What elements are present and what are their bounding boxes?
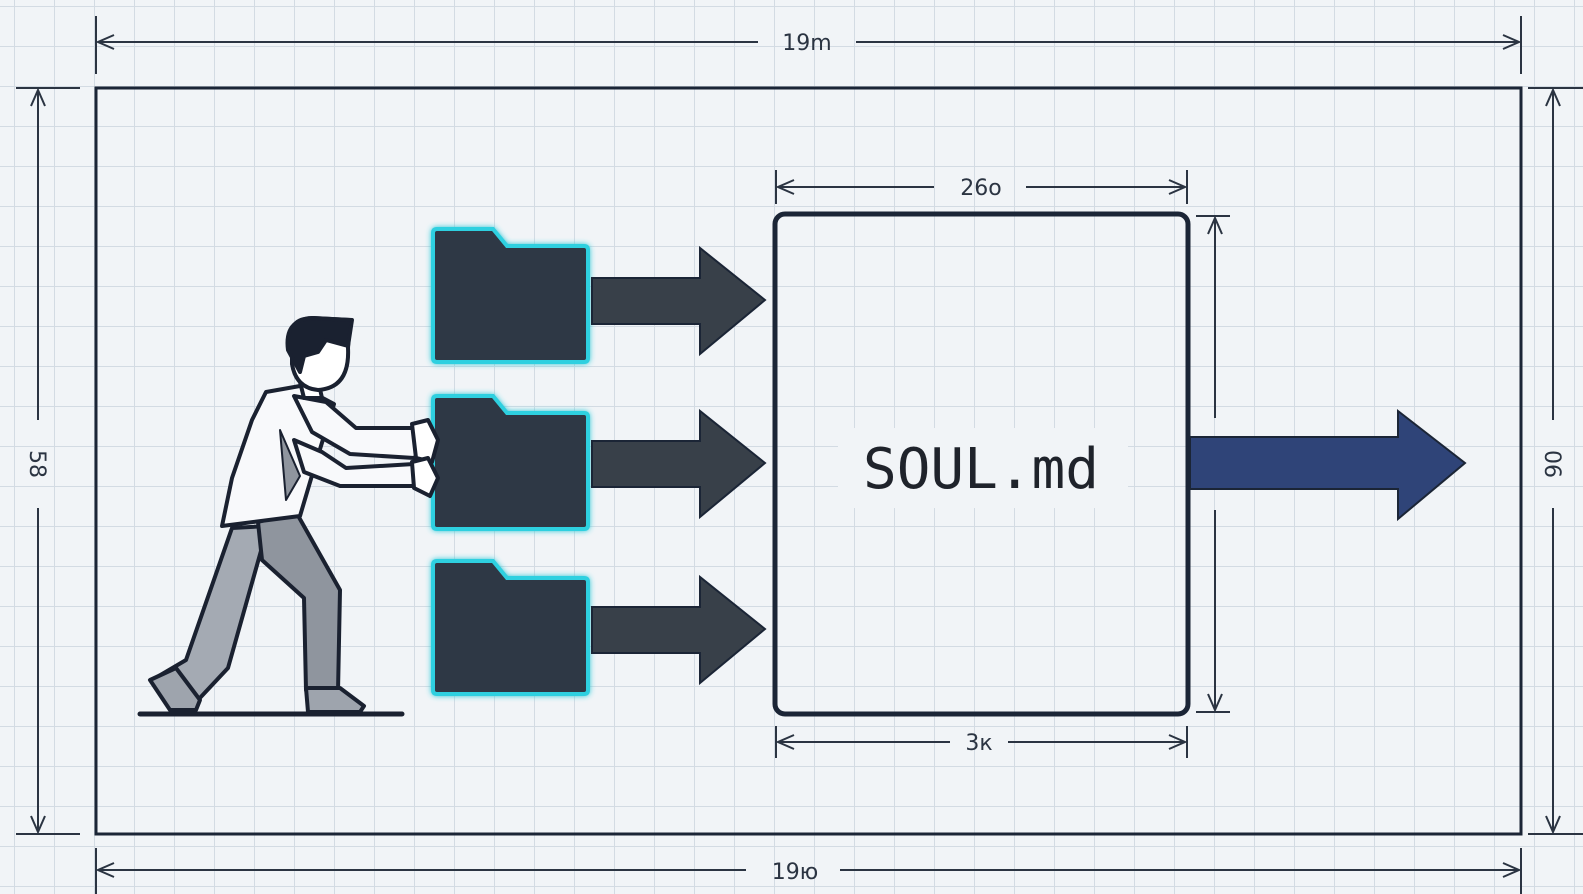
dimension-label-box-bottom: 3к — [965, 731, 992, 756]
dimension-label-bottom: 19ю — [772, 860, 819, 885]
dimension-label-right: 06 — [1539, 450, 1564, 478]
dimension-box-bottom: 3к — [775, 726, 1188, 758]
dimension-box-right — [1196, 215, 1230, 713]
folder-icon — [431, 227, 590, 364]
soul-document-box — [772, 211, 1191, 717]
dimension-right-outer: 06 — [1528, 87, 1583, 835]
document-label-backdrop — [838, 428, 1128, 508]
folder-bottom — [431, 559, 590, 696]
dimension-left-outer: 58 — [16, 87, 80, 835]
dimension-label-top: 19m — [782, 31, 831, 56]
document-label: SOUL.md — [863, 437, 1099, 502]
folder-top — [431, 227, 590, 364]
outer-frame — [94, 86, 1523, 836]
arrow-right-icon — [591, 408, 767, 520]
person-pushing-icon — [137, 316, 440, 717]
dimension-bottom-outer: 19ю — [95, 848, 1522, 894]
arrow-right-icon — [591, 574, 767, 686]
dimension-top-outer: 19m — [95, 16, 1522, 74]
folder-icon — [431, 394, 590, 531]
arrow-right-icon — [591, 245, 767, 357]
folder-middle — [431, 394, 590, 531]
dimension-box-top: 26о — [775, 170, 1188, 204]
dimension-label-left: 58 — [24, 450, 49, 478]
folder-icon — [431, 559, 590, 696]
output-arrow-icon — [1189, 408, 1467, 522]
dimension-label-box-top: 26о — [960, 176, 1001, 201]
